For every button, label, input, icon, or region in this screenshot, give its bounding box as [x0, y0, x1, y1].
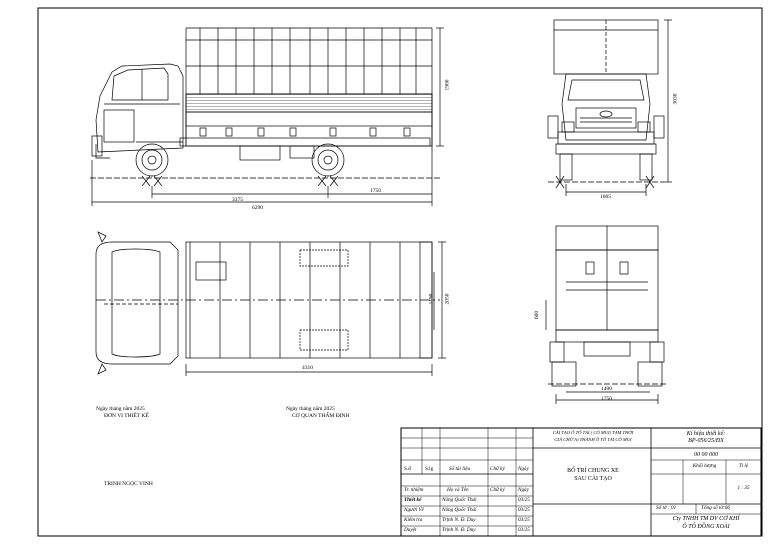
dim-rear-track: 1400 [601, 386, 612, 392]
drawing-number: 00 00 000 [694, 452, 718, 458]
dim-side-height: 1900 [444, 79, 451, 91]
company-line-1: Cty TNHH TM DV CƠ KHÍ [672, 516, 740, 522]
row-name-3: Trịnh N. Đ. Duy [442, 527, 476, 533]
project-line-1: CẢI TẠO Ô TÔ TẢI ( CÓ MUI) TẠM THỜI [552, 430, 634, 435]
side-rear-wheel [311, 143, 345, 177]
symbol-value: BP-056/25/ĐX [688, 438, 724, 444]
dim-side-rear-overhang: 1750 [370, 188, 381, 194]
mass-label: Khối lượng [692, 463, 717, 469]
hdr-sd: S.đ [404, 466, 411, 472]
drawing-title-2: SAU CẢI TẠO [574, 476, 612, 482]
dim-front-width: 1665 [600, 194, 611, 200]
title-block-grid [400, 427, 762, 537]
left-signature-date: Ngày tháng năm 2025 [96, 406, 145, 412]
project-line-2: GIÁ CHỮ A) THÀNH Ô TÔ TẢI CÓ MUI [554, 437, 632, 442]
right-signature-unit: CƠ QUAN THẨM ĐỊNH [292, 413, 350, 419]
row-date-2: 03/25 [518, 517, 530, 523]
side-cab [95, 63, 184, 153]
scale-label: Tỉ lệ [738, 463, 749, 469]
dim-rear-width: 1750 [601, 396, 612, 402]
hdr-sl: S.lg [425, 466, 434, 472]
title-block: S.đ S.lg Số tài liệu Chữ ký Ngày Tr. nhi… [401, 428, 761, 536]
hdr-sign: Chữ ký [490, 466, 505, 472]
row-name-1: Nông Quốc Thái [442, 507, 477, 513]
dim-top-inner-width: 1190 [428, 293, 435, 305]
sheet-no: Số tờ : 01 [656, 505, 677, 511]
sheet-total: Tổng số tờ:06 [701, 505, 730, 511]
left-signature-unit: ĐƠN VỊ THIẾT KẾ [104, 413, 149, 419]
row-date-0: 03/25 [518, 497, 530, 503]
side-front-wheel [135, 143, 169, 177]
symbol-label: Kí hiệu thiết kế: [686, 431, 726, 437]
roles-hdr-date: Ngày [518, 487, 529, 493]
dim-top-outer-width: 2050 [444, 293, 451, 305]
front-view [547, 19, 672, 196]
roles-hdr-sign: Chữ ký [490, 487, 505, 493]
front-cab [561, 73, 651, 141]
scale-value: 1 : 35 [737, 485, 750, 491]
row-date-1: 03/25 [518, 507, 530, 513]
row-role-3: Duyệt [404, 527, 417, 533]
right-signature-date: Ngày tháng năm 2025 [286, 406, 335, 412]
row-role-0: Thiết kế [404, 497, 422, 503]
left-signature-person: TRỊNH NGỌC VINH [104, 481, 153, 487]
row-name-0: Nông Quốc Thái [442, 497, 477, 503]
hdr-date: Ngày [518, 466, 529, 472]
company-line-2: Ô TÔ ĐỒNG XOÀI [682, 524, 730, 530]
row-role-2: Kiểm tra [404, 517, 423, 523]
dim-side-wheelbase: 3375 [232, 197, 243, 203]
rear-view [545, 225, 666, 404]
row-role-1: Người Vẽ [404, 507, 424, 513]
dim-front-height: 3030 [672, 93, 679, 105]
dim-side-overall-length: 6290 [252, 205, 263, 211]
roles-hdr-role: Tr. nhiệm [404, 487, 424, 493]
top-view [95, 231, 446, 376]
hdr-doc: Số tài liệu [449, 466, 471, 472]
drawing-title-1: BỐ TRÍ CHUNG XE [567, 468, 619, 474]
top-cab [95, 241, 179, 365]
row-date-3: 03/25 [518, 527, 530, 533]
dim-rear-height: 600 [534, 310, 541, 320]
dim-top-cargo-length: 4310 [302, 365, 313, 371]
sheet-border [37, 7, 763, 537]
row-name-2: Trịnh N. Đ. Duy [442, 517, 476, 523]
roles-hdr-name: Họ và Tên [447, 487, 469, 493]
side-view [90, 27, 444, 206]
